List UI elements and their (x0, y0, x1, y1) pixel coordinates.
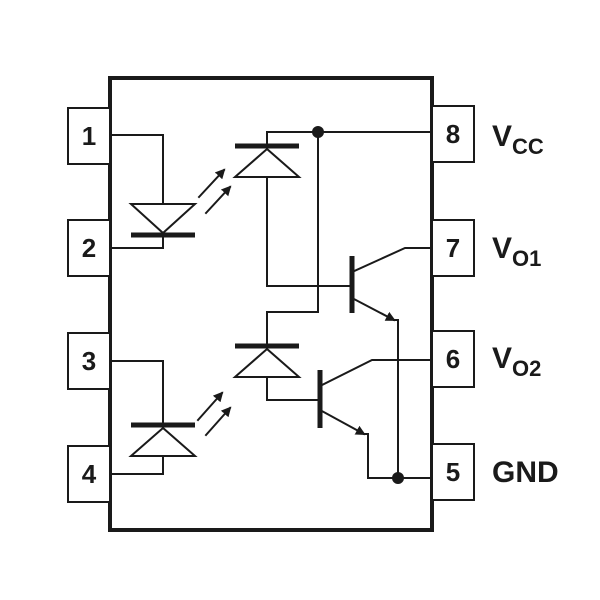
photodiode-2 (232, 343, 319, 401)
transistor-1-collector-wire (350, 247, 433, 274)
led-1-triangle (128, 203, 198, 235)
transistor-1-emitter-arrow (350, 296, 396, 322)
pin-6-label-main: V (492, 342, 512, 375)
transistor-2-emitter-arrow (318, 408, 366, 436)
led-1-light-arrow-a (197, 168, 226, 199)
transistor-1 (349, 247, 433, 479)
gnd-junction-dot (392, 472, 404, 484)
pin-4: 4 (67, 445, 111, 503)
pin-1: 1 (67, 107, 111, 165)
led-2-light-arrow-b (204, 406, 232, 437)
pin-8-label-main: V (492, 120, 512, 153)
pin-7-label-sub: O1 (512, 246, 541, 271)
led-2-cathode-wire (109, 455, 164, 475)
transistor-2-collector-wire (318, 359, 433, 388)
photodiode-1-anode-wire (266, 176, 351, 287)
photodiode-2-anode-wire (266, 376, 319, 401)
pin-6-number: 6 (446, 344, 460, 374)
pin-8-number: 8 (446, 119, 460, 149)
pin-5-label: GND (492, 456, 559, 489)
pin-2-box (67, 219, 111, 277)
pin-4-box (67, 445, 111, 503)
led-2 (109, 360, 232, 475)
pin-6-label-sub: O2 (512, 356, 541, 381)
pin-6-label: VO2 (492, 342, 541, 381)
pin-3-number: 3 (82, 346, 96, 376)
pin-7-label-main: V (492, 232, 512, 265)
led-1 (109, 134, 232, 249)
pin-8-box (431, 105, 475, 163)
vcc-rail-wire (266, 131, 319, 344)
pin-7-box (431, 219, 475, 277)
pin-4-number: 4 (82, 459, 97, 489)
pin-7-label: VO1 (492, 232, 541, 271)
pin-1-box (67, 107, 111, 165)
transistor-1-emitter-wire (393, 319, 399, 479)
pin-5-number: 5 (446, 457, 460, 487)
pin-6: 6 (431, 330, 475, 388)
led-1-cathode-wire (109, 236, 164, 249)
pin-1-number: 1 (82, 121, 96, 151)
pin-8: 8 (431, 105, 475, 163)
pin-3: 3 (67, 332, 111, 390)
pin-8-label-sub: CC (512, 134, 544, 159)
photodiode-1-top-wire (266, 131, 433, 145)
pin-8-label: VCC (492, 120, 544, 159)
photodiode-1 (232, 131, 433, 287)
led-1-light-arrow-b (204, 185, 232, 215)
led-2-light-arrow-a (196, 391, 224, 422)
pin-7: 7 (431, 219, 475, 277)
pin-5: 5 (431, 443, 475, 501)
pin-5-box (431, 443, 475, 501)
led-1-anode-wire (109, 134, 164, 205)
pin-2-number: 2 (82, 233, 96, 263)
pin-2: 2 (67, 219, 111, 277)
led-2-anode-wire (109, 360, 164, 426)
pin-7-number: 7 (446, 233, 460, 263)
